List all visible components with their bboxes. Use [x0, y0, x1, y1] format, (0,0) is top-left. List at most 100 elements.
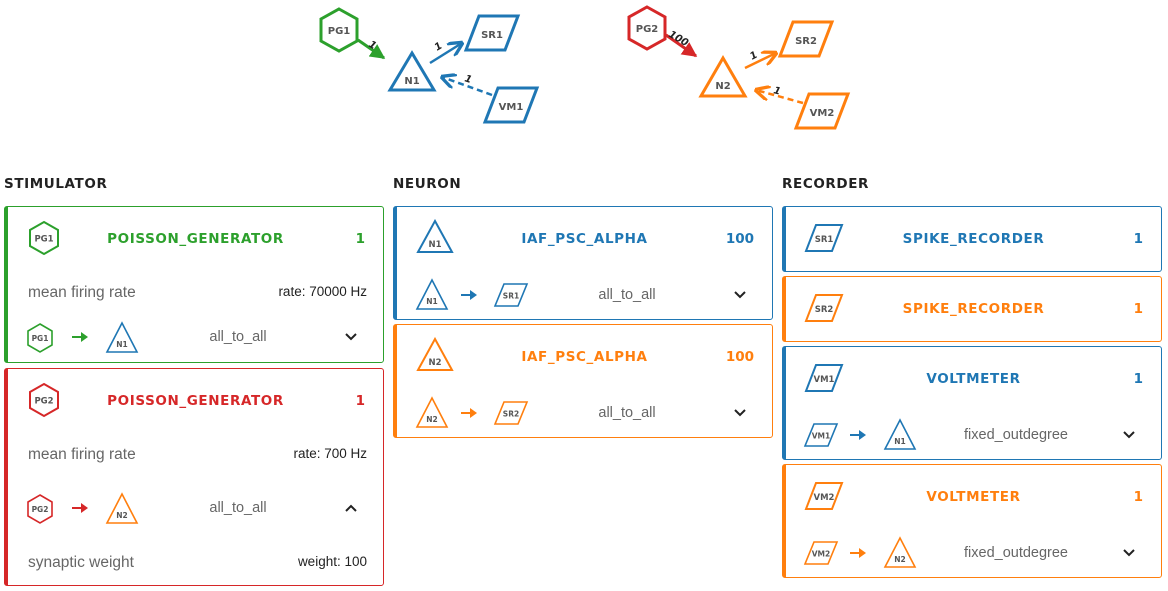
param-value[interactable]: rate: 70000 Hz [278, 284, 367, 299]
svg-text:PG1: PG1 [34, 235, 53, 245]
connection-row[interactable]: PG2 N2 all_to_all [8, 492, 383, 526]
node-card-sr2[interactable]: SR2 spike_recorder 1 [782, 276, 1162, 342]
node-card-sr1[interactable]: SR1 spike_recorder 1 [782, 206, 1162, 272]
hexagon-icon: PG2 [25, 493, 55, 530]
svg-text:SR1: SR1 [503, 292, 519, 301]
arrow-right-icon [459, 405, 479, 426]
graph-node-pg1[interactable]: PG1 [319, 7, 359, 53]
node-card-n2[interactable]: N2 iaf_psc_alpha 100 N2 SR2 all_to_all [393, 324, 773, 438]
column-title: NEURON [393, 176, 462, 192]
synapse-param-label: synaptic weight [28, 554, 134, 571]
svg-text:VM2: VM2 [812, 550, 831, 559]
graph-node-sr2[interactable]: SR2 [777, 20, 835, 58]
arrow-right-icon [848, 427, 868, 448]
edge-pg2-n2: 100 [665, 29, 698, 58]
triangle-icon: N2 [415, 336, 455, 378]
svg-text:VM2: VM2 [810, 108, 835, 119]
node-card-n1[interactable]: N1 iaf_psc_alpha 100 N1 SR1 all_to_all [393, 206, 773, 320]
svg-text:SR2: SR2 [795, 36, 817, 47]
connection-rule: all_to_all [209, 500, 267, 516]
svg-text:SR1: SR1 [481, 30, 503, 41]
graph-node-sr1[interactable]: SR1 [463, 14, 521, 52]
column-title: STIMULATOR [4, 176, 108, 192]
column-title: RECORDER [782, 176, 870, 192]
svg-text:N2: N2 [894, 555, 906, 564]
chevron-down-icon[interactable] [343, 329, 359, 350]
connection-row[interactable]: PG1 N1 all_to_all [8, 321, 383, 355]
parallelogram-icon: SR1 [493, 281, 529, 314]
edge-label: 1 [367, 39, 379, 52]
svg-text:N2: N2 [426, 415, 438, 424]
model-name[interactable]: voltmeter [926, 489, 1021, 505]
model-name[interactable]: iaf_psc_alpha [521, 231, 648, 247]
graph-node-n2[interactable]: N2 [698, 55, 748, 98]
param-value[interactable]: rate: 700 Hz [293, 446, 367, 461]
svg-text:N1: N1 [116, 340, 128, 349]
triangle-icon: N2 [104, 492, 140, 531]
svg-text:N1: N1 [404, 76, 419, 87]
hexagon-icon: PG1 [25, 322, 55, 359]
chevron-down-icon[interactable] [732, 405, 748, 426]
node-card-pg1[interactable]: PG1 poisson_generator 1 mean firing rate… [4, 206, 384, 363]
connection-row[interactable]: VM2 N2 fixed_outdegree [786, 536, 1161, 570]
edge-label: 1 [433, 41, 445, 54]
model-name[interactable]: poisson_generator [107, 393, 284, 409]
node-count: 1 [355, 231, 365, 247]
node-count: 100 [725, 231, 754, 247]
svg-text:PG1: PG1 [32, 334, 49, 343]
chevron-up-icon[interactable] [343, 500, 359, 521]
connection-row[interactable]: N2 SR2 all_to_all [397, 396, 772, 430]
triangle-icon: N2 [414, 396, 450, 435]
arrow-right-icon [70, 329, 90, 350]
node-card-pg2[interactable]: PG2 poisson_generator 1 mean firing rate… [4, 368, 384, 586]
node-count: 1 [355, 393, 365, 409]
connection-rule: all_to_all [598, 405, 656, 421]
model-name[interactable]: poisson_generator [107, 231, 284, 247]
parallelogram-icon: SR2 [493, 399, 529, 432]
arrow-right-icon [848, 545, 868, 566]
svg-text:SR2: SR2 [503, 410, 519, 419]
param-label: mean firing rate [28, 446, 136, 463]
neuron-column: NEURON N1 iaf_psc_alpha 100 N1 SR1 all_t… [389, 176, 773, 438]
triangle-icon: N1 [104, 321, 140, 360]
edge-n1-sr1: 1 [429, 41, 462, 65]
node-count: 100 [725, 349, 754, 365]
svg-text:VM1: VM1 [812, 432, 831, 441]
connection-rule: all_to_all [598, 287, 656, 303]
svg-text:N1: N1 [426, 297, 438, 306]
triangle-icon: N1 [882, 418, 918, 457]
arrow-right-icon [70, 500, 90, 521]
edge-label: 100 [667, 29, 691, 49]
recorder-column: RECORDER SR1 spike_recorder 1 SR2 spike_… [778, 176, 1162, 578]
graph-node-vm2[interactable]: VM2 [793, 92, 851, 130]
model-name[interactable]: spike_recorder [902, 301, 1045, 317]
triangle-icon: N2 [882, 536, 918, 575]
svg-text:SR1: SR1 [815, 235, 834, 245]
model-name[interactable]: voltmeter [926, 371, 1021, 387]
node-card-vm1[interactable]: VM1 voltmeter 1 VM1 N1 fixed_outdegree [782, 346, 1162, 460]
graph-node-vm1[interactable]: VM1 [482, 86, 540, 124]
edge-pg1-n1: 1 [357, 38, 386, 60]
hexagon-icon: PG2 [26, 382, 62, 423]
model-name[interactable]: spike_recorder [902, 231, 1045, 247]
svg-text:N1: N1 [428, 240, 441, 250]
graph-node-n1[interactable]: N1 [387, 50, 437, 92]
svg-text:SR2: SR2 [815, 305, 834, 315]
graph-node-pg2[interactable]: PG2 [627, 5, 667, 51]
connection-rule: fixed_outdegree [964, 427, 1068, 443]
chevron-down-icon[interactable] [732, 287, 748, 308]
connection-row[interactable]: VM1 N1 fixed_outdegree [786, 418, 1161, 452]
synapse-param-value[interactable]: weight: 100 [297, 554, 367, 569]
node-count: 1 [1133, 301, 1143, 317]
edge-label: 1 [463, 73, 473, 86]
connection-row[interactable]: N1 SR1 all_to_all [397, 278, 772, 312]
node-card-vm2[interactable]: VM2 voltmeter 1 VM2 N2 fixed_outdegree [782, 464, 1162, 578]
svg-text:PG2: PG2 [34, 397, 53, 407]
chevron-down-icon[interactable] [1121, 427, 1137, 448]
connection-rule: all_to_all [209, 329, 267, 345]
chevron-down-icon[interactable] [1121, 545, 1137, 566]
param-label: mean firing rate [28, 284, 136, 301]
node-count: 1 [1133, 371, 1143, 387]
model-name[interactable]: iaf_psc_alpha [521, 349, 648, 365]
svg-text:N2: N2 [715, 81, 730, 92]
